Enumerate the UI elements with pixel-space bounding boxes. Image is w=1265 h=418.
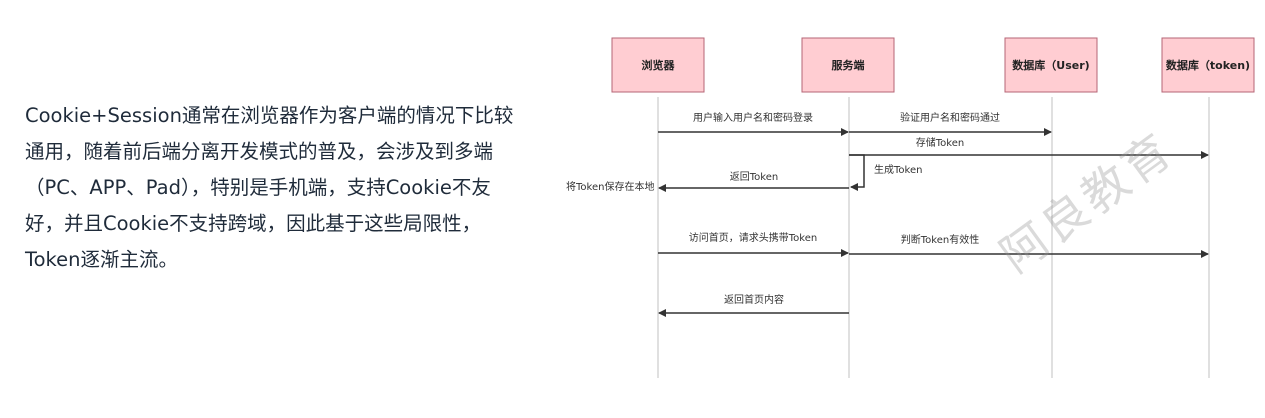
- message-label: 返回Token: [730, 171, 778, 183]
- self-message-arrow: [849, 154, 865, 191]
- participant-label: 浏览器: [642, 58, 676, 72]
- message-label: 用户输入用户名和密码登录: [693, 111, 813, 124]
- participant-box: [1004, 37, 1098, 93]
- description-text: Cookie+Session通常在浏览器作为客户端的情况下比较通用，随着前后端分…: [25, 104, 514, 271]
- message-label: 生成Token: [874, 163, 922, 176]
- participant-label: 服务端: [832, 58, 865, 72]
- message-label: 存储Token: [916, 136, 964, 149]
- participant-box: [611, 37, 705, 93]
- message-label: 访问首页，请求头携带Token: [689, 231, 817, 244]
- participant-box: [801, 37, 895, 93]
- message-label: 判断Token有效性: [901, 233, 979, 246]
- note-label: 将Token保存在本地: [566, 180, 654, 193]
- message-label: 返回首页内容: [724, 293, 784, 306]
- message-label: 验证用户名和密码通过: [900, 111, 1000, 124]
- participant-box: [1161, 37, 1255, 93]
- participant-label: 数据库（token): [1166, 58, 1250, 72]
- participant-label: 数据库（User): [1012, 58, 1089, 72]
